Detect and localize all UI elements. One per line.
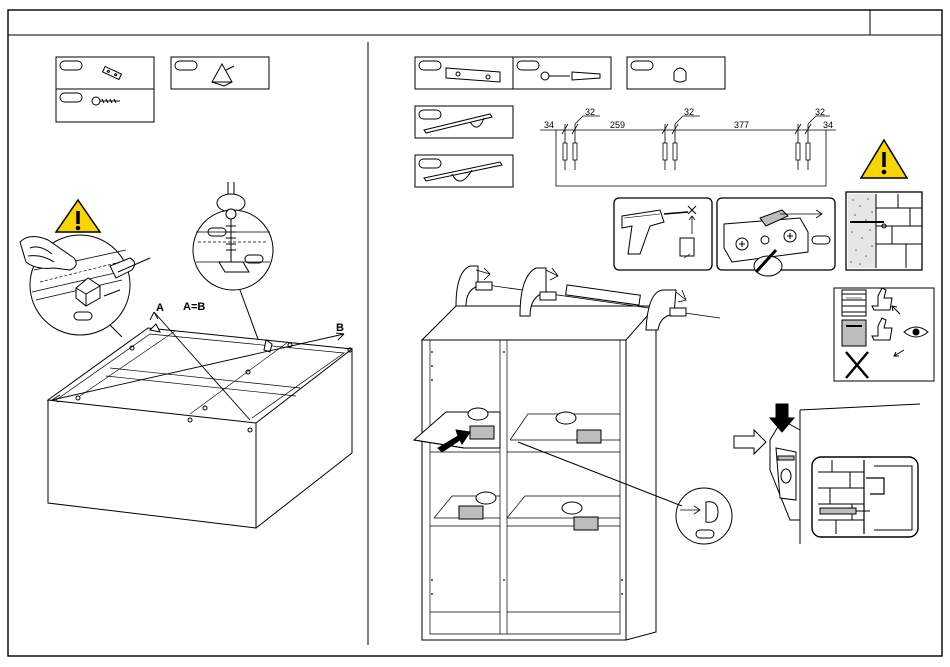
dim-bottom-4: 34 [823,120,833,130]
leader-circle-left [110,325,122,337]
part-box-cable-2 [415,155,513,187]
warning-icon [861,140,907,178]
wall-mount-detail [734,404,920,544]
detail-circle-left [20,235,150,335]
part-box-screw-dowel [513,57,611,89]
part-box-clip [627,57,725,89]
dim-bottom-2: 259 [610,120,625,130]
dim-bottom-1: 34 [544,120,554,130]
drill-icon [614,198,712,270]
leader-clip [518,442,682,506]
warning-icon [56,200,100,232]
dim-top-2: 32 [684,107,694,117]
cabinet-upright [414,306,656,640]
dimension-diagram [540,116,836,186]
check-panel [834,288,934,381]
dim-bottom-3: 377 [734,120,749,130]
part-box-bracket [56,57,154,89]
dim-top-1: 32 [585,107,595,117]
label-a: A [156,302,164,314]
part-box-rail [415,57,513,89]
label-b: B [336,322,344,334]
cabinet-box-left [48,324,352,528]
detail-circle-center [193,182,273,290]
clip-detail-circle [676,488,732,544]
rail-mount-detail [717,198,835,276]
part-box-cable-1 [415,106,513,138]
label-equal: A=B [183,301,205,313]
wall-texture-detail [846,192,922,270]
part-box-wedge [171,57,269,89]
part-box-screw [56,89,154,122]
dim-top-3: 32 [815,107,825,117]
